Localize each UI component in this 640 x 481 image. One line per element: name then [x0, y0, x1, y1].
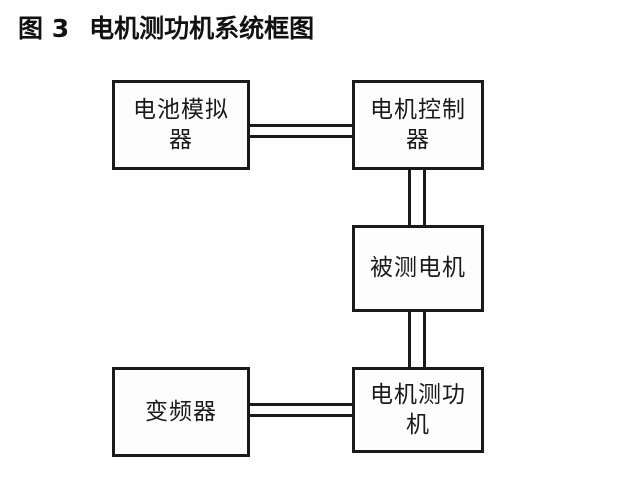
- connector-inverter-to-dynamometer-line1: [248, 403, 354, 406]
- block-label-motor-under-test: 被测电机: [370, 255, 466, 282]
- block-motor-controller: 电机控制器: [352, 80, 484, 170]
- connector-inverter-to-dynamometer-line2: [248, 414, 354, 417]
- connector-battery-sim-to-motor-ctrl-line1: [248, 124, 354, 127]
- block-battery-simulator: 电池模拟器: [112, 80, 250, 170]
- block-motor-dynamometer: 电机测功机: [352, 367, 484, 453]
- block-label-motor-controller: 电机控制器: [370, 96, 466, 153]
- connector-motor-ctrl-to-motor-dut-line2: [423, 168, 426, 227]
- connector-motor-dut-to-dynamometer-line1: [408, 310, 411, 369]
- block-frequency-inverter: 变频器: [112, 367, 250, 457]
- block-label-battery-simulator: 电池模拟器: [133, 96, 229, 153]
- figure-title: 图 3 电机测功机系统框图: [18, 14, 314, 44]
- block-label-frequency-inverter: 变频器: [145, 398, 217, 425]
- block-label-motor-dynamometer: 电机测功机: [370, 381, 466, 438]
- connector-battery-sim-to-motor-ctrl-line2: [248, 135, 354, 138]
- figure-caption-text: 电机测功机系统框图: [89, 14, 315, 43]
- block-diagram: 电池模拟器 电机控制器 被测电机 电机测功机 变频器: [0, 60, 640, 481]
- connector-motor-ctrl-to-motor-dut-line1: [408, 168, 411, 227]
- figure-number: 图 3: [18, 14, 70, 43]
- block-motor-under-test: 被测电机: [352, 225, 484, 312]
- connector-motor-dut-to-dynamometer-line2: [423, 310, 426, 369]
